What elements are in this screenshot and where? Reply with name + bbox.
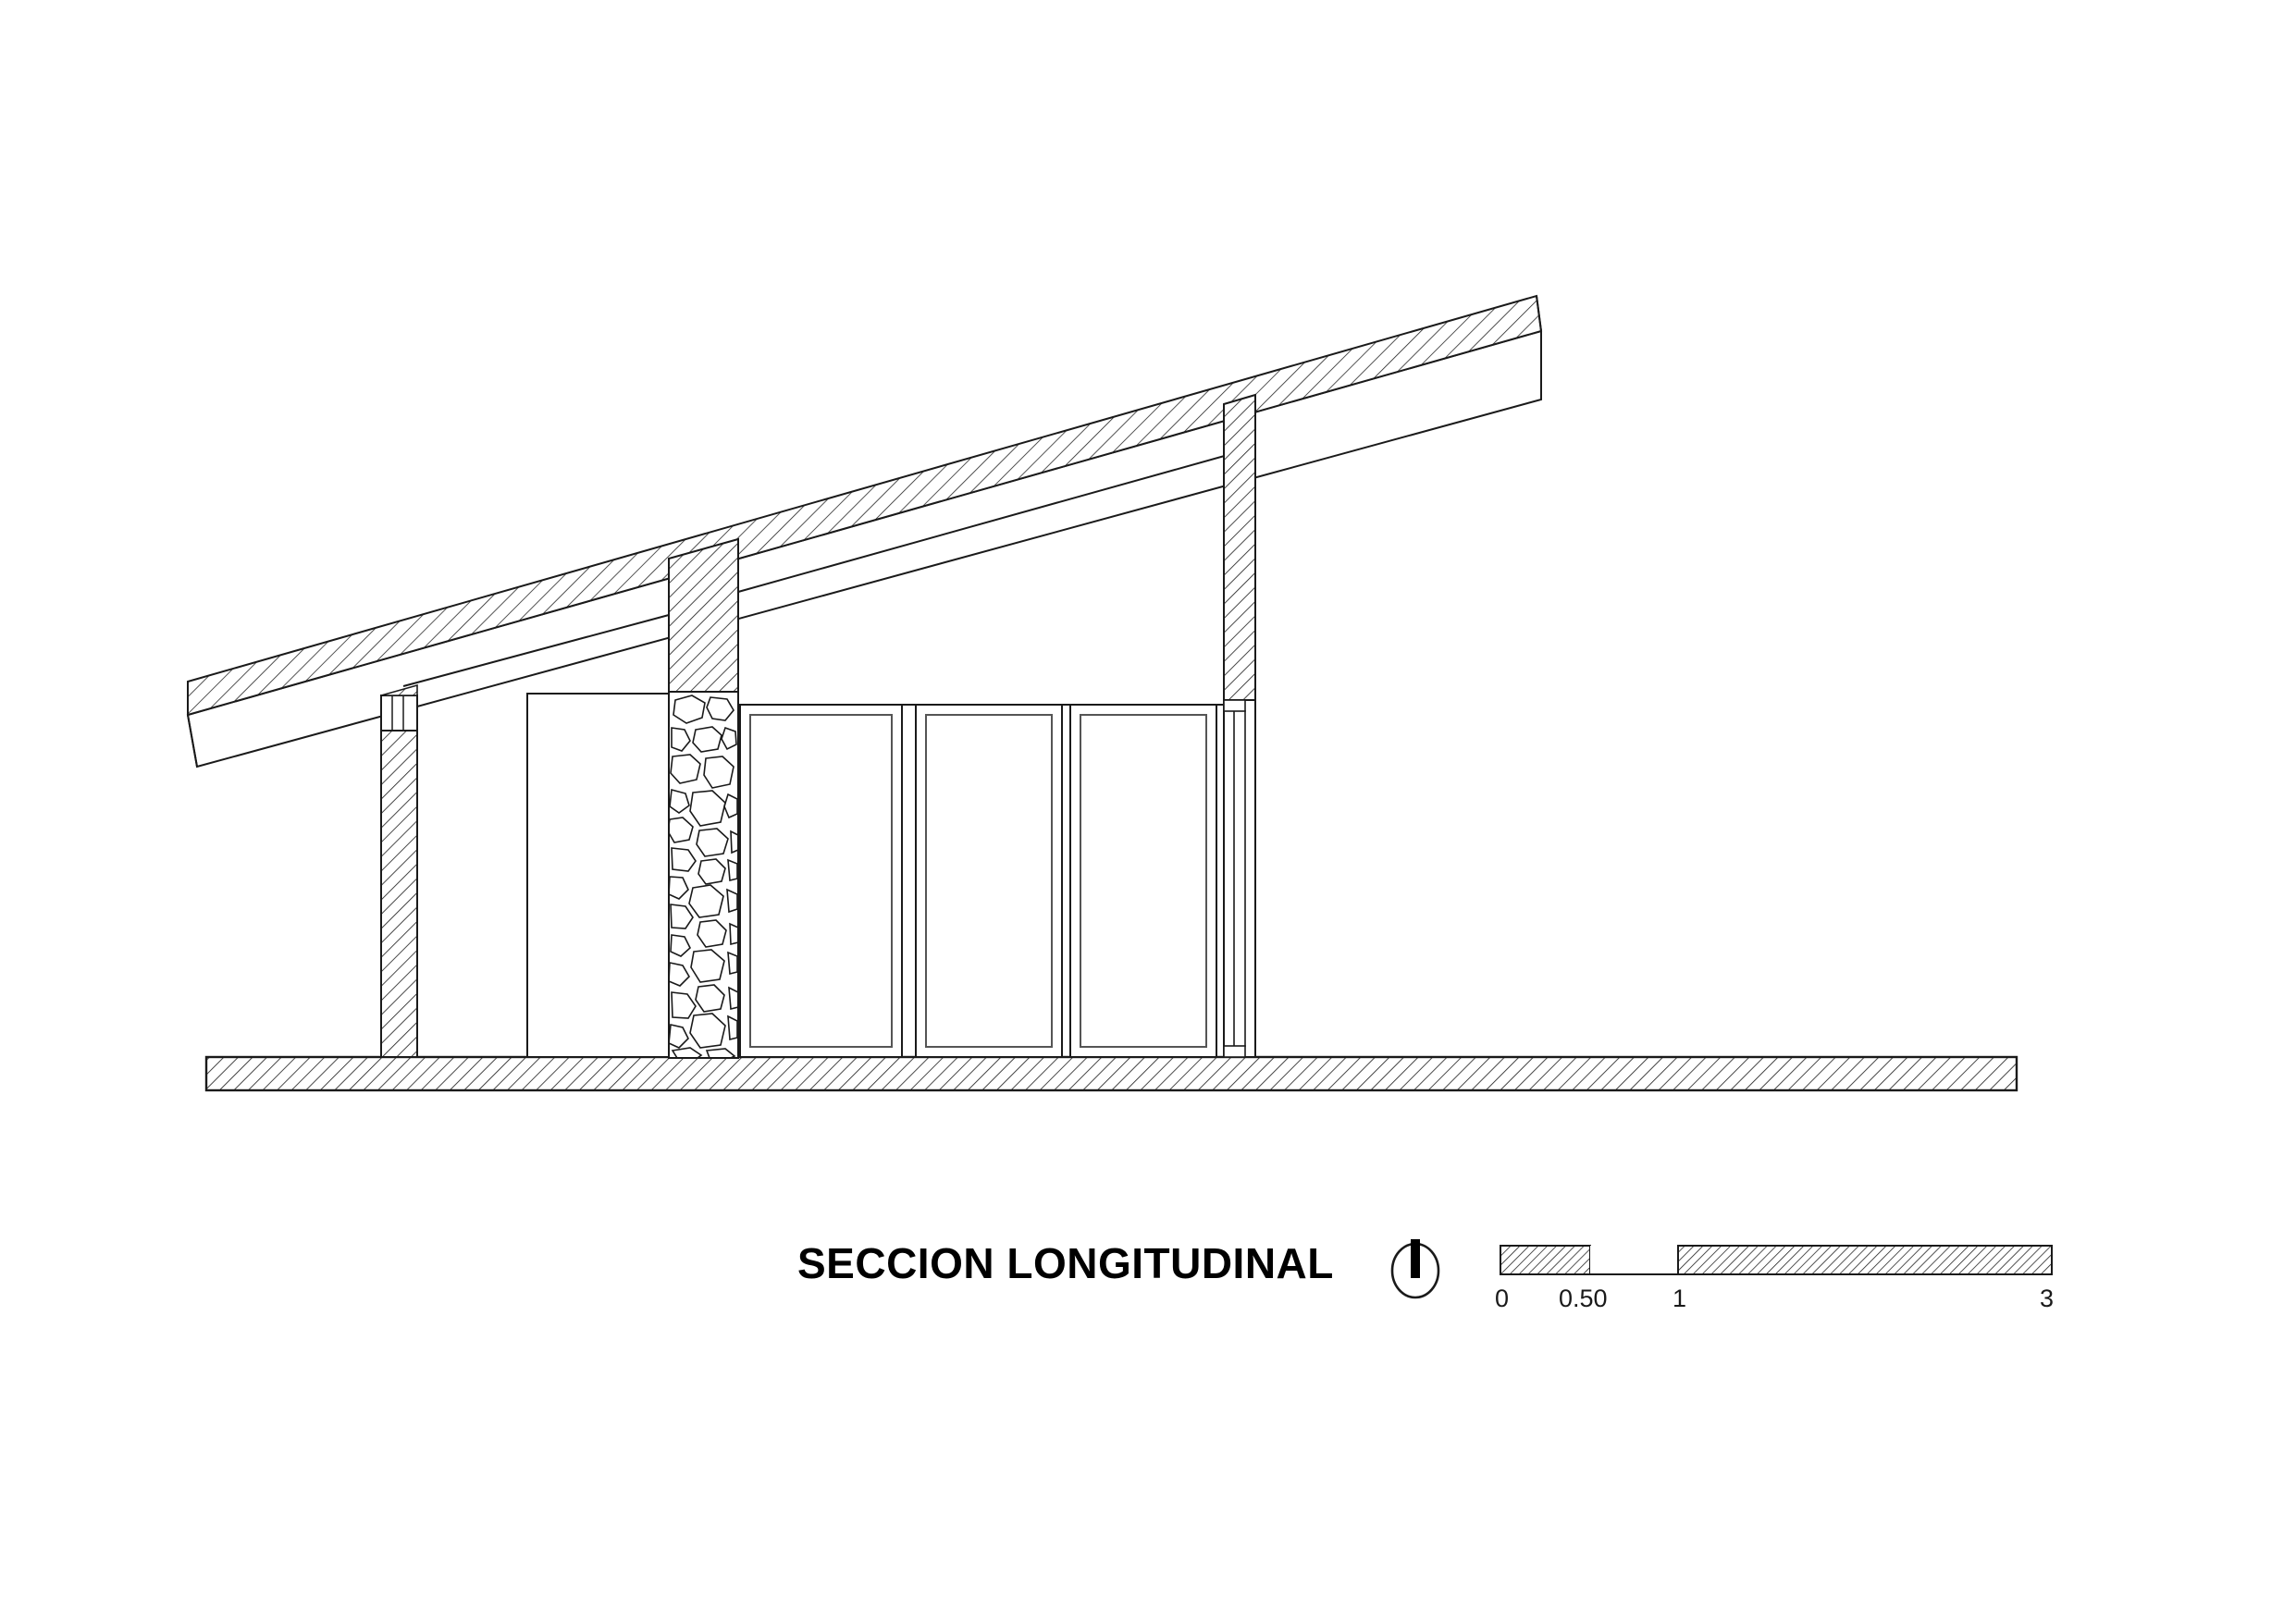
scale-label-0: 0 — [1495, 1285, 1509, 1312]
glazing-panel-2-glass[interactable] — [925, 714, 1053, 1048]
page-title: SECCION LONGITUDINAL — [797, 1239, 1334, 1287]
ground-floor-slab-body — [204, 1055, 2018, 1092]
ground-slab — [204, 1055, 2018, 1092]
right-cut-column — [1223, 393, 1256, 1058]
roof-slab — [187, 294, 1543, 717]
scale-segment-0-to-050 — [1500, 1245, 1591, 1275]
section-direction-symbol — [1390, 1239, 1440, 1299]
roof-assembly — [186, 294, 1543, 768]
stone-rubble-hatch — [669, 695, 738, 1058]
symbol-pointer — [1411, 1239, 1420, 1278]
right-mullion-sill-block — [1223, 1045, 1246, 1058]
ceiling-line-left-bay — [402, 614, 670, 687]
glazing-panel-1-glass[interactable] — [749, 714, 893, 1048]
roof-left-fascia-edge — [187, 714, 198, 768]
roof-right-tip-edge — [1536, 295, 1542, 332]
central-cut-column — [668, 537, 739, 693]
title-block: SECCION LONGITUDINAL — [797, 1239, 1440, 1299]
scale-label-3: 3 — [2040, 1285, 2054, 1312]
right-mullion-head-block — [1223, 699, 1246, 712]
central-structure — [668, 537, 739, 1059]
left-post-cap-wedge — [380, 683, 418, 696]
left-post-shaft — [380, 730, 418, 1058]
ceiling-line-right-bay — [737, 449, 1245, 593]
ceiling-soffit-lines — [402, 449, 1245, 687]
left-exterior-post — [380, 683, 418, 1058]
right-column-shaft — [1223, 393, 1256, 701]
scale-label-1: 1 — [1673, 1285, 1686, 1312]
scale-segment-1-to-3 — [1677, 1245, 2053, 1275]
stone-wall-outline — [668, 691, 739, 1059]
interior-partition-body — [526, 693, 670, 1058]
right-mullion-frame — [1223, 699, 1256, 1058]
scale-segment-050-to-1 — [1590, 1246, 1678, 1274]
interior-partition-wall — [526, 693, 670, 1058]
left-post-head-detail — [380, 695, 418, 732]
scale-label-050: 0.50 — [1559, 1285, 1608, 1312]
glazing-panel-3-glass[interactable] — [1080, 714, 1207, 1048]
scale-bar: 0 0.50 1 3 — [1495, 1245, 2054, 1312]
window-glazing-assembly — [738, 704, 1249, 1058]
